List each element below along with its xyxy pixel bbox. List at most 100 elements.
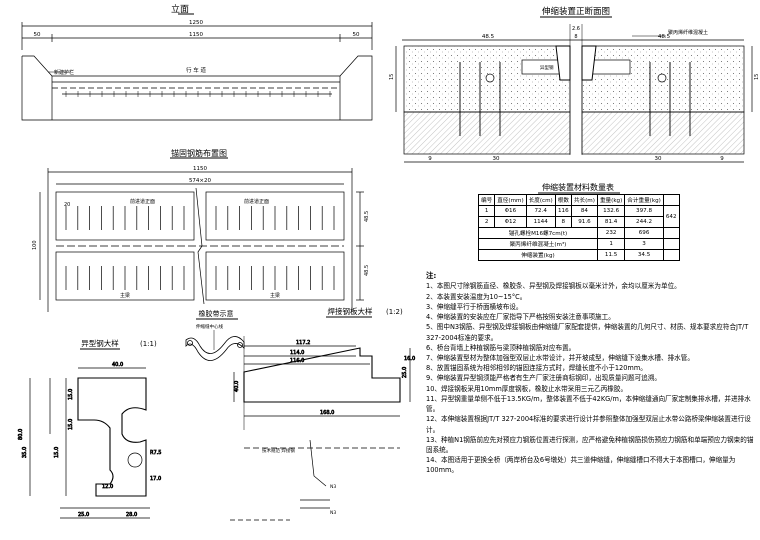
table-cell: 聚丙烯纤维混凝土(m³) [478, 238, 598, 250]
note-item: 13、种植N1钢筋前应先对预应力钢筋位置进行探测，应严格避免种植钢筋损伤预应力钢… [426, 435, 754, 454]
anchor-dim-left: 100 [32, 240, 38, 250]
weld-plate-label-bottom: 技术规范 焊接钢 [262, 447, 295, 454]
table-cell [662, 249, 680, 261]
quantity-table-title: 伸缩装置材料数量表 [542, 182, 614, 192]
table-cell: 3 [624, 238, 664, 250]
table-cell: 244.2 [624, 216, 664, 228]
table-cell: 合计重量(kg) [624, 194, 664, 206]
table-cell: 2 [477, 216, 496, 228]
weld-plate-dim: 116.0 [290, 358, 304, 364]
profile-steel-scale: (1:1) [140, 340, 157, 348]
cross-dim-h: 15 [389, 74, 395, 80]
table-cell: 伸缩装置(kg) [478, 249, 598, 261]
rubber-strip-label: 伸缩缝中心线 [196, 323, 223, 330]
table-cell [662, 227, 680, 239]
table-cell: 长度(cm) [525, 194, 556, 206]
table-cell: 8 [554, 216, 572, 228]
cross-dim-bl: 9 [428, 156, 432, 162]
table-cell: 84 [570, 205, 598, 217]
cross-section-title: 伸缩装置正断面图 [542, 6, 610, 17]
weld-plate-view: 焊接钢板大样 (1:2) 117.2114.0116.0168.040.025.… [230, 306, 416, 521]
cross-dim-gap: 8 [574, 34, 577, 40]
table-cell: 11.5 [596, 249, 626, 261]
anchor-label-lane2: 前进道正面 [244, 198, 269, 205]
weld-plate-dim: 117.2 [296, 340, 310, 346]
note-item: 12、本伸缩装置根据JT/T 327-2004标准的要求进行设计并参照整体加强型… [426, 415, 751, 434]
profile-steel-dim: 25.0 [78, 512, 89, 518]
weld-plate-label-n: N3 [330, 484, 336, 490]
profile-steel-dim: 35.0 [22, 447, 28, 458]
weld-plate-scale: (1:2) [386, 308, 403, 316]
table-cell: 根数 [554, 194, 572, 206]
anchor-layout-title: 锚固钢筋布置图 [171, 148, 227, 158]
elevation-dim-left: 50 [34, 32, 41, 38]
table-cell: 编号 [477, 194, 496, 206]
elevation-title: 立面 [171, 3, 189, 15]
table-cell: 72.4 [525, 205, 556, 217]
note-item: 11、异型钢重量单侧不低于13.5KG/m，整体装置不低于42KG/m，本伸缩缝… [426, 394, 751, 414]
rebar-marker [657, 73, 667, 83]
note-item: 1、本图尺寸除钢筋直径、橡胶条、异型钢及焊接钢板以毫米计外，余均以厘米为单位。 [426, 282, 681, 291]
cross-dim-h2: 15 [754, 74, 760, 80]
note-item: 5、图中N3钢筋、异型钢及焊接钢板由伸缩缝厂家配套提供，伸缩装置的几何尺寸、材质… [426, 323, 749, 342]
weld-plate-dim: 168.0 [320, 410, 334, 416]
rebar-marker [485, 73, 495, 83]
profile-steel-dim: 80.0 [18, 429, 24, 440]
anchor-label-lane1: 前进道正面 [130, 198, 155, 205]
table-cell: 132.6 [596, 205, 626, 217]
note-item: 7、伸缩装置型材为整体加强型双层止水带设计，并开坡成型，伸缩缝下设集水槽、排水管… [426, 354, 694, 362]
note-item: 14、本图适用于更换全桥（两岸桥台及6号墩处）共三道伸缩缝，伸缩缝槽口不得大于本… [426, 456, 736, 475]
weld-plate-title: 焊接钢板大样 [328, 306, 373, 316]
table-cell: 232 [596, 227, 626, 239]
cross-dim-bm2: 30 [655, 156, 662, 162]
table-cell: 共长(m) [570, 194, 598, 206]
cross-dim-top: 2.6 [572, 26, 580, 32]
profile-steel-dim: 15.0 [54, 447, 60, 458]
profile-steel-dim: 15.0 [68, 389, 74, 400]
table-cell: 直径(mm) [494, 194, 527, 206]
elevation-dim-mid: 1150 [189, 32, 203, 38]
table-cell: 1 [477, 205, 496, 217]
profile-steel-dim: 17.0 [150, 476, 161, 482]
table-cell [662, 238, 680, 250]
notes-block: 注: 1、本图尺寸除钢筋直径、橡胶条、异型钢及焊接钢板以毫米计外，余均以厘米为单… [426, 270, 756, 476]
notes-heading: 注: [426, 271, 437, 280]
cross-dim-br: 9 [720, 156, 724, 162]
table-cell: 锚孔螺栓M16螺7cm(t) [478, 227, 598, 239]
weld-plate-dim: 16.0 [404, 356, 415, 362]
anchor-dim-total: 1150 [193, 166, 207, 172]
weld-plate-label-n2: N3 [330, 510, 336, 516]
elevation-ticks [65, 91, 331, 97]
anchor-dim-inner: 574×20 [189, 178, 212, 184]
cross-section-rebars [459, 62, 691, 136]
cross-dim-left: 48.5 [482, 34, 495, 40]
table-cell [662, 194, 680, 206]
anchor-dim-h1: 48.5 [364, 211, 370, 222]
anchor-label-main2: 主梁 [270, 292, 280, 299]
table-cell: 81.4 [596, 216, 626, 228]
table-cell: 642 [662, 205, 680, 228]
elevation-view: 立面 1250 50 1150 50 新建护栏 行 车 道 [21, 3, 373, 121]
anchor-label-main1: 主梁 [120, 292, 130, 299]
elevation-dim-total: 1250 [189, 20, 203, 26]
profile-steel-dim: R7.5 [150, 450, 161, 456]
table-cell: 397.8 [624, 205, 664, 217]
profile-steel-title: 异型钢大样 [81, 338, 119, 348]
anchor-dim-h2: 48.5 [364, 265, 370, 276]
cross-section-view: 伸缩装置正断面图 48.5 48.5 2.6 8 异型钢 聚丙烯纤维混凝土 9 … [389, 6, 760, 163]
table-cell: 696 [624, 227, 664, 239]
weld-plate-dim: 114.0 [290, 350, 304, 356]
table-cell: 116 [554, 205, 572, 217]
rubber-strip-view: 橡胶带示意 伸缩缝中心线 [185, 309, 245, 361]
table-cell: 1144 [525, 216, 556, 228]
elevation-lane-label: 行 车 道 [186, 66, 206, 74]
table-header-row: 编号直径(mm)长度(cm)根数共长(m)重量(kg)合计重量(kg) [477, 194, 680, 206]
weld-plate-dim: 25.0 [402, 367, 408, 378]
